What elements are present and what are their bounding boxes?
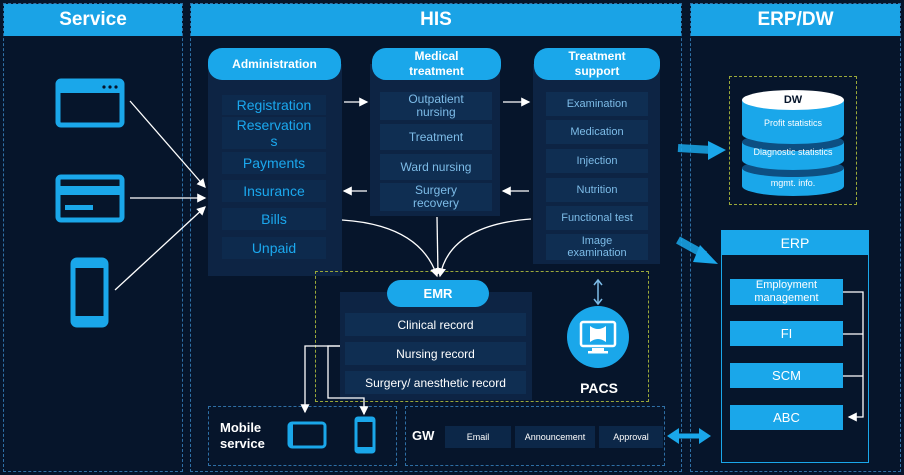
emr-item-nursing-record: Nursing record (345, 342, 526, 365)
treatment-support-header: Treatment support (534, 48, 660, 80)
gw-item-announcement: Announcement (515, 426, 595, 448)
dw-group (729, 76, 857, 205)
emr-item-surgery-anesthetic-record: Surgery/ anesthetic record (345, 371, 526, 394)
medical-item-treatment: Treatment (380, 124, 492, 150)
support-item-functional-test: Functional test (546, 206, 648, 230)
tablet-icon (287, 421, 327, 449)
erp-item-scm: SCM (730, 363, 843, 388)
mobile-service-label: Mobile service (220, 420, 265, 451)
medical-item-surgery-recovery: Surgery recovery (380, 183, 492, 211)
service-panel (3, 3, 183, 472)
admin-item-payments: Payments (222, 152, 326, 174)
medical-item-outpatient-nursing: Outpatient nursing (380, 92, 492, 120)
admin-item-reservations: Reservation s (222, 117, 326, 149)
erpdw-panel (690, 3, 901, 472)
support-item-injection: Injection (546, 149, 648, 173)
admin-item-insurance: Insurance (222, 180, 326, 202)
dw-layer-diagnostic-statistics: Diagnostic statistics (753, 147, 833, 157)
support-item-examination: Examination (546, 92, 648, 116)
gw-item-email: Email (445, 426, 511, 448)
medical-item-ward-nursing: Ward nursing (380, 154, 492, 180)
smartphone-icon (70, 257, 109, 328)
emr-header: EMR (387, 280, 489, 307)
dw-title: DW (783, 94, 803, 106)
gw-item-approval: Approval (599, 426, 663, 448)
browser-icon (55, 78, 125, 128)
erp-item-abc: ABC (730, 405, 843, 430)
his-header: HIS (191, 4, 681, 36)
erpdw-header: ERP/DW (691, 4, 900, 36)
support-item-image-examination: Image examination (546, 234, 648, 260)
dw-layer-profit-statistics: Profit statistics (763, 118, 822, 128)
support-item-medication: Medication (546, 120, 648, 144)
phone-icon (354, 416, 376, 454)
admin-item-bills: Bills (222, 208, 326, 230)
administration-header: Administration (208, 48, 341, 80)
pacs-label: PACS (580, 380, 618, 396)
erp-item-employment-management: Employment management (730, 279, 843, 305)
admin-item-unpaid: Unpaid (222, 237, 326, 259)
erp-item-fi: FI (730, 321, 843, 346)
gw-label: GW (412, 428, 435, 443)
emr-item-clinical-record: Clinical record (345, 313, 526, 336)
medical-treatment-header: Medical treatment (372, 48, 501, 80)
credit-card-icon (55, 174, 125, 223)
service-header: Service (4, 4, 182, 36)
support-item-nutrition: Nutrition (546, 178, 648, 202)
erp-header: ERP (721, 230, 869, 255)
dw-layer-mgmt-info: mgmt. info. (770, 178, 816, 188)
gw-panel (405, 406, 665, 466)
emr-pacs-group (315, 271, 649, 402)
admin-item-registration: Registration (222, 95, 326, 115)
